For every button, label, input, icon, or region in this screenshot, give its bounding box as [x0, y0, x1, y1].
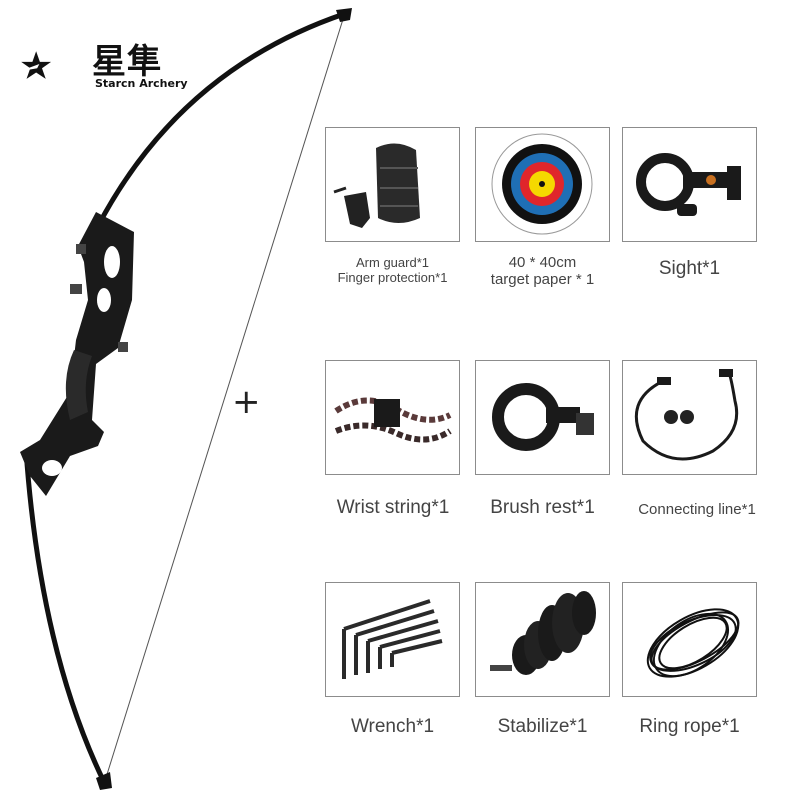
caption-connecting-line: Connecting line*1: [638, 501, 756, 518]
caption-target-line1: 40 * 40cm: [508, 254, 577, 271]
sight-icon: [636, 153, 741, 216]
item-card-wrist-string: [325, 360, 460, 475]
item-card-connecting-line: [622, 360, 757, 475]
caption-arm-guard-line2: Finger protection*1: [337, 270, 448, 285]
caption-stabilizer: Stabilize*1: [497, 716, 588, 737]
caption-arm-guard-line1: Arm guard*1: [356, 255, 429, 270]
target-icon: [491, 133, 593, 235]
caption-brush-rest: Brush rest*1: [490, 497, 595, 518]
arm-guard-icon: [333, 143, 420, 228]
item-card-stabilizer: [475, 582, 610, 697]
caption-ring-rope: Ring rope*1: [639, 716, 740, 737]
wrench-icon: [342, 599, 443, 679]
item-card-arm-guard: [325, 127, 460, 242]
item-card-sight: [622, 127, 757, 242]
stabilizer-icon: [490, 591, 596, 675]
brush-rest-icon: [492, 383, 594, 451]
caption-sight: Sight*1: [658, 258, 721, 279]
brand-name-cn: 星隼: [92, 43, 162, 81]
connecting-line-icon: [634, 369, 739, 461]
brand-logo-star-icon: [19, 51, 52, 79]
item-card-ring-rope: [622, 582, 757, 697]
caption-target-line2: target paper * 1: [490, 271, 595, 288]
brand-name-en: Starcn Archery: [95, 77, 188, 90]
ring-rope-icon: [646, 608, 740, 678]
item-card-target: [475, 127, 610, 242]
caption-wrench: Wrench*1: [350, 716, 435, 737]
caption-wrist-string: Wrist string*1: [336, 497, 450, 518]
plus-sign: +: [232, 382, 261, 422]
recurve-bow-image: [20, 8, 352, 790]
item-card-wrench: [325, 582, 460, 697]
item-card-brush-rest: [475, 360, 610, 475]
wrist-string-icon: [334, 397, 452, 443]
